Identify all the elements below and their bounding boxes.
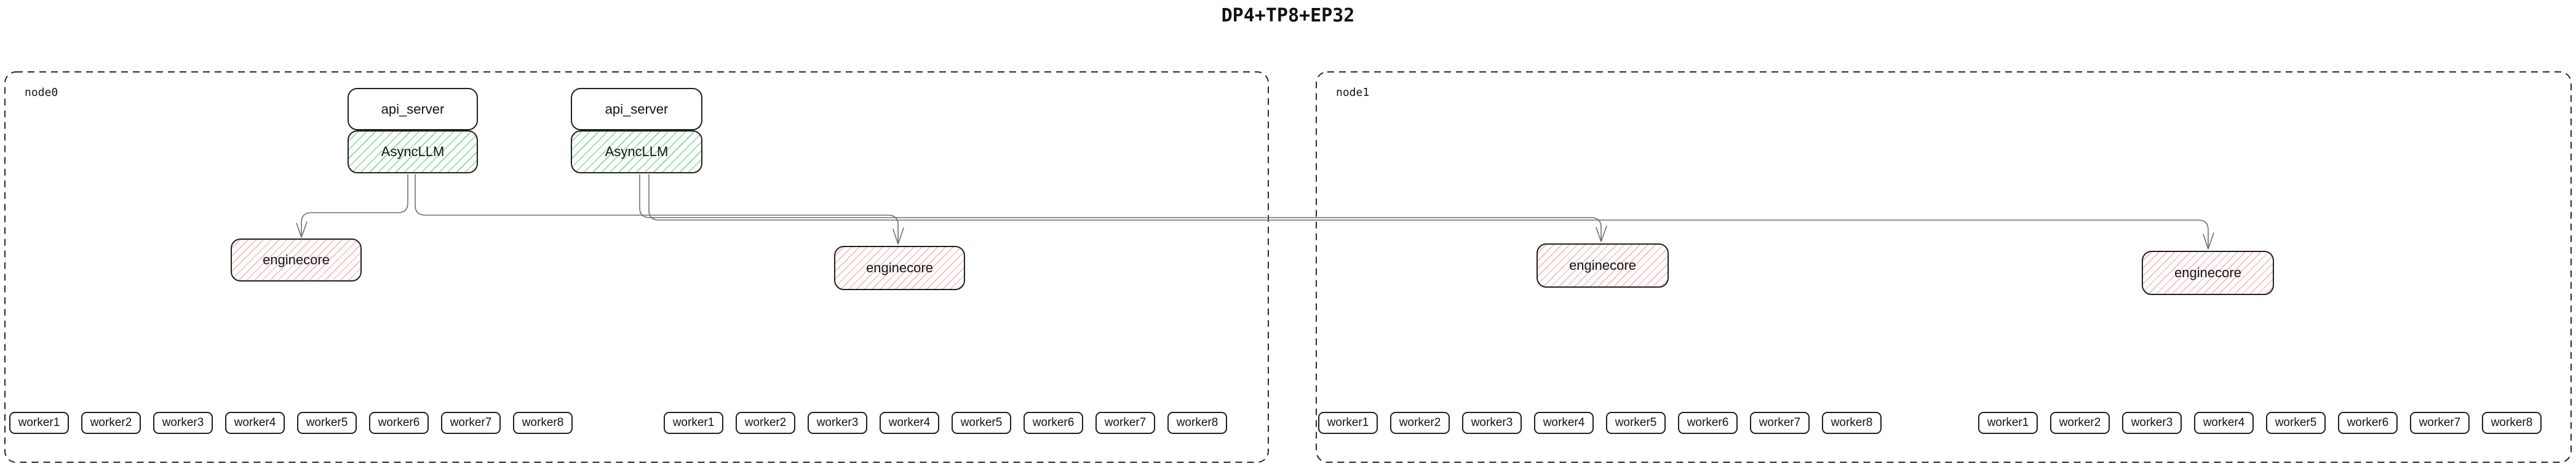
arrowhead-icon	[2203, 232, 2214, 250]
worker-box: worker4	[1534, 412, 1594, 434]
worker-box: worker7	[2410, 412, 2470, 434]
asyncllm-box-2: AsyncLLM	[571, 130, 702, 173]
worker-box: worker5	[297, 412, 357, 434]
api-server-box-2: api_server	[571, 88, 702, 130]
worker-box: worker7	[1750, 412, 1810, 434]
worker-box: worker6	[1024, 412, 1083, 434]
edge-line	[415, 174, 899, 244]
worker-box: worker7	[1095, 412, 1155, 434]
worker-box: worker4	[2194, 412, 2254, 434]
enginecore-box-3: enginecore	[1536, 243, 1669, 288]
enginecore-box-2: enginecore	[834, 246, 965, 290]
edge-asyncllm1-to-enginecore2	[415, 174, 904, 245]
worker-box: worker2	[81, 412, 141, 434]
worker-box: worker6	[1678, 412, 1738, 434]
diagram-title: DP4+TP8+EP32	[1221, 5, 1355, 26]
asyncllm-box-1: AsyncLLM	[348, 130, 478, 173]
worker-box: worker1	[1318, 412, 1378, 434]
api-server-box-1: api_server	[348, 88, 478, 130]
worker-box: worker4	[225, 412, 285, 434]
edge-line	[639, 174, 1602, 241]
cluster-label-node0: node0	[25, 86, 58, 99]
edge-line	[301, 174, 408, 237]
worker-box: worker8	[513, 412, 573, 434]
cluster-node0-border	[4, 71, 1269, 463]
worker-box: worker3	[808, 412, 867, 434]
worker-box: worker2	[736, 412, 795, 434]
arrowhead-icon	[1596, 226, 1607, 242]
edge-asyncllm2-to-enginecore3	[639, 174, 1607, 242]
worker-box: worker3	[153, 412, 213, 434]
cluster-label-node1: node1	[1336, 86, 1370, 99]
worker-box: worker4	[880, 412, 939, 434]
worker-box: worker5	[952, 412, 1011, 434]
arrowhead-icon	[296, 221, 308, 238]
worker-box: worker1	[664, 412, 723, 434]
worker-box: worker3	[1462, 412, 1522, 434]
worker-box: worker6	[369, 412, 429, 434]
edge-asyncllm2-to-enginecore4	[648, 174, 2214, 250]
edge-line	[648, 174, 2209, 248]
worker-box: worker8	[1822, 412, 1882, 434]
worker-box: worker3	[2122, 412, 2182, 434]
worker-box: worker2	[1390, 412, 1450, 434]
worker-box: worker8	[1167, 412, 1227, 434]
enginecore-box-1: enginecore	[231, 238, 362, 282]
enginecore-box-4: enginecore	[2142, 251, 2274, 295]
worker-box: worker6	[2338, 412, 2398, 434]
edge-asyncllm1-to-enginecore1	[296, 174, 408, 238]
worker-box: worker5	[1606, 412, 1666, 434]
arrowhead-icon	[892, 227, 904, 245]
worker-box: worker7	[441, 412, 501, 434]
worker-box: worker8	[2482, 412, 2542, 434]
worker-box: worker1	[9, 412, 69, 434]
cluster-node1-border	[1316, 71, 2572, 463]
worker-box: worker5	[2266, 412, 2326, 434]
worker-box: worker2	[2050, 412, 2110, 434]
worker-box: worker1	[1978, 412, 2038, 434]
